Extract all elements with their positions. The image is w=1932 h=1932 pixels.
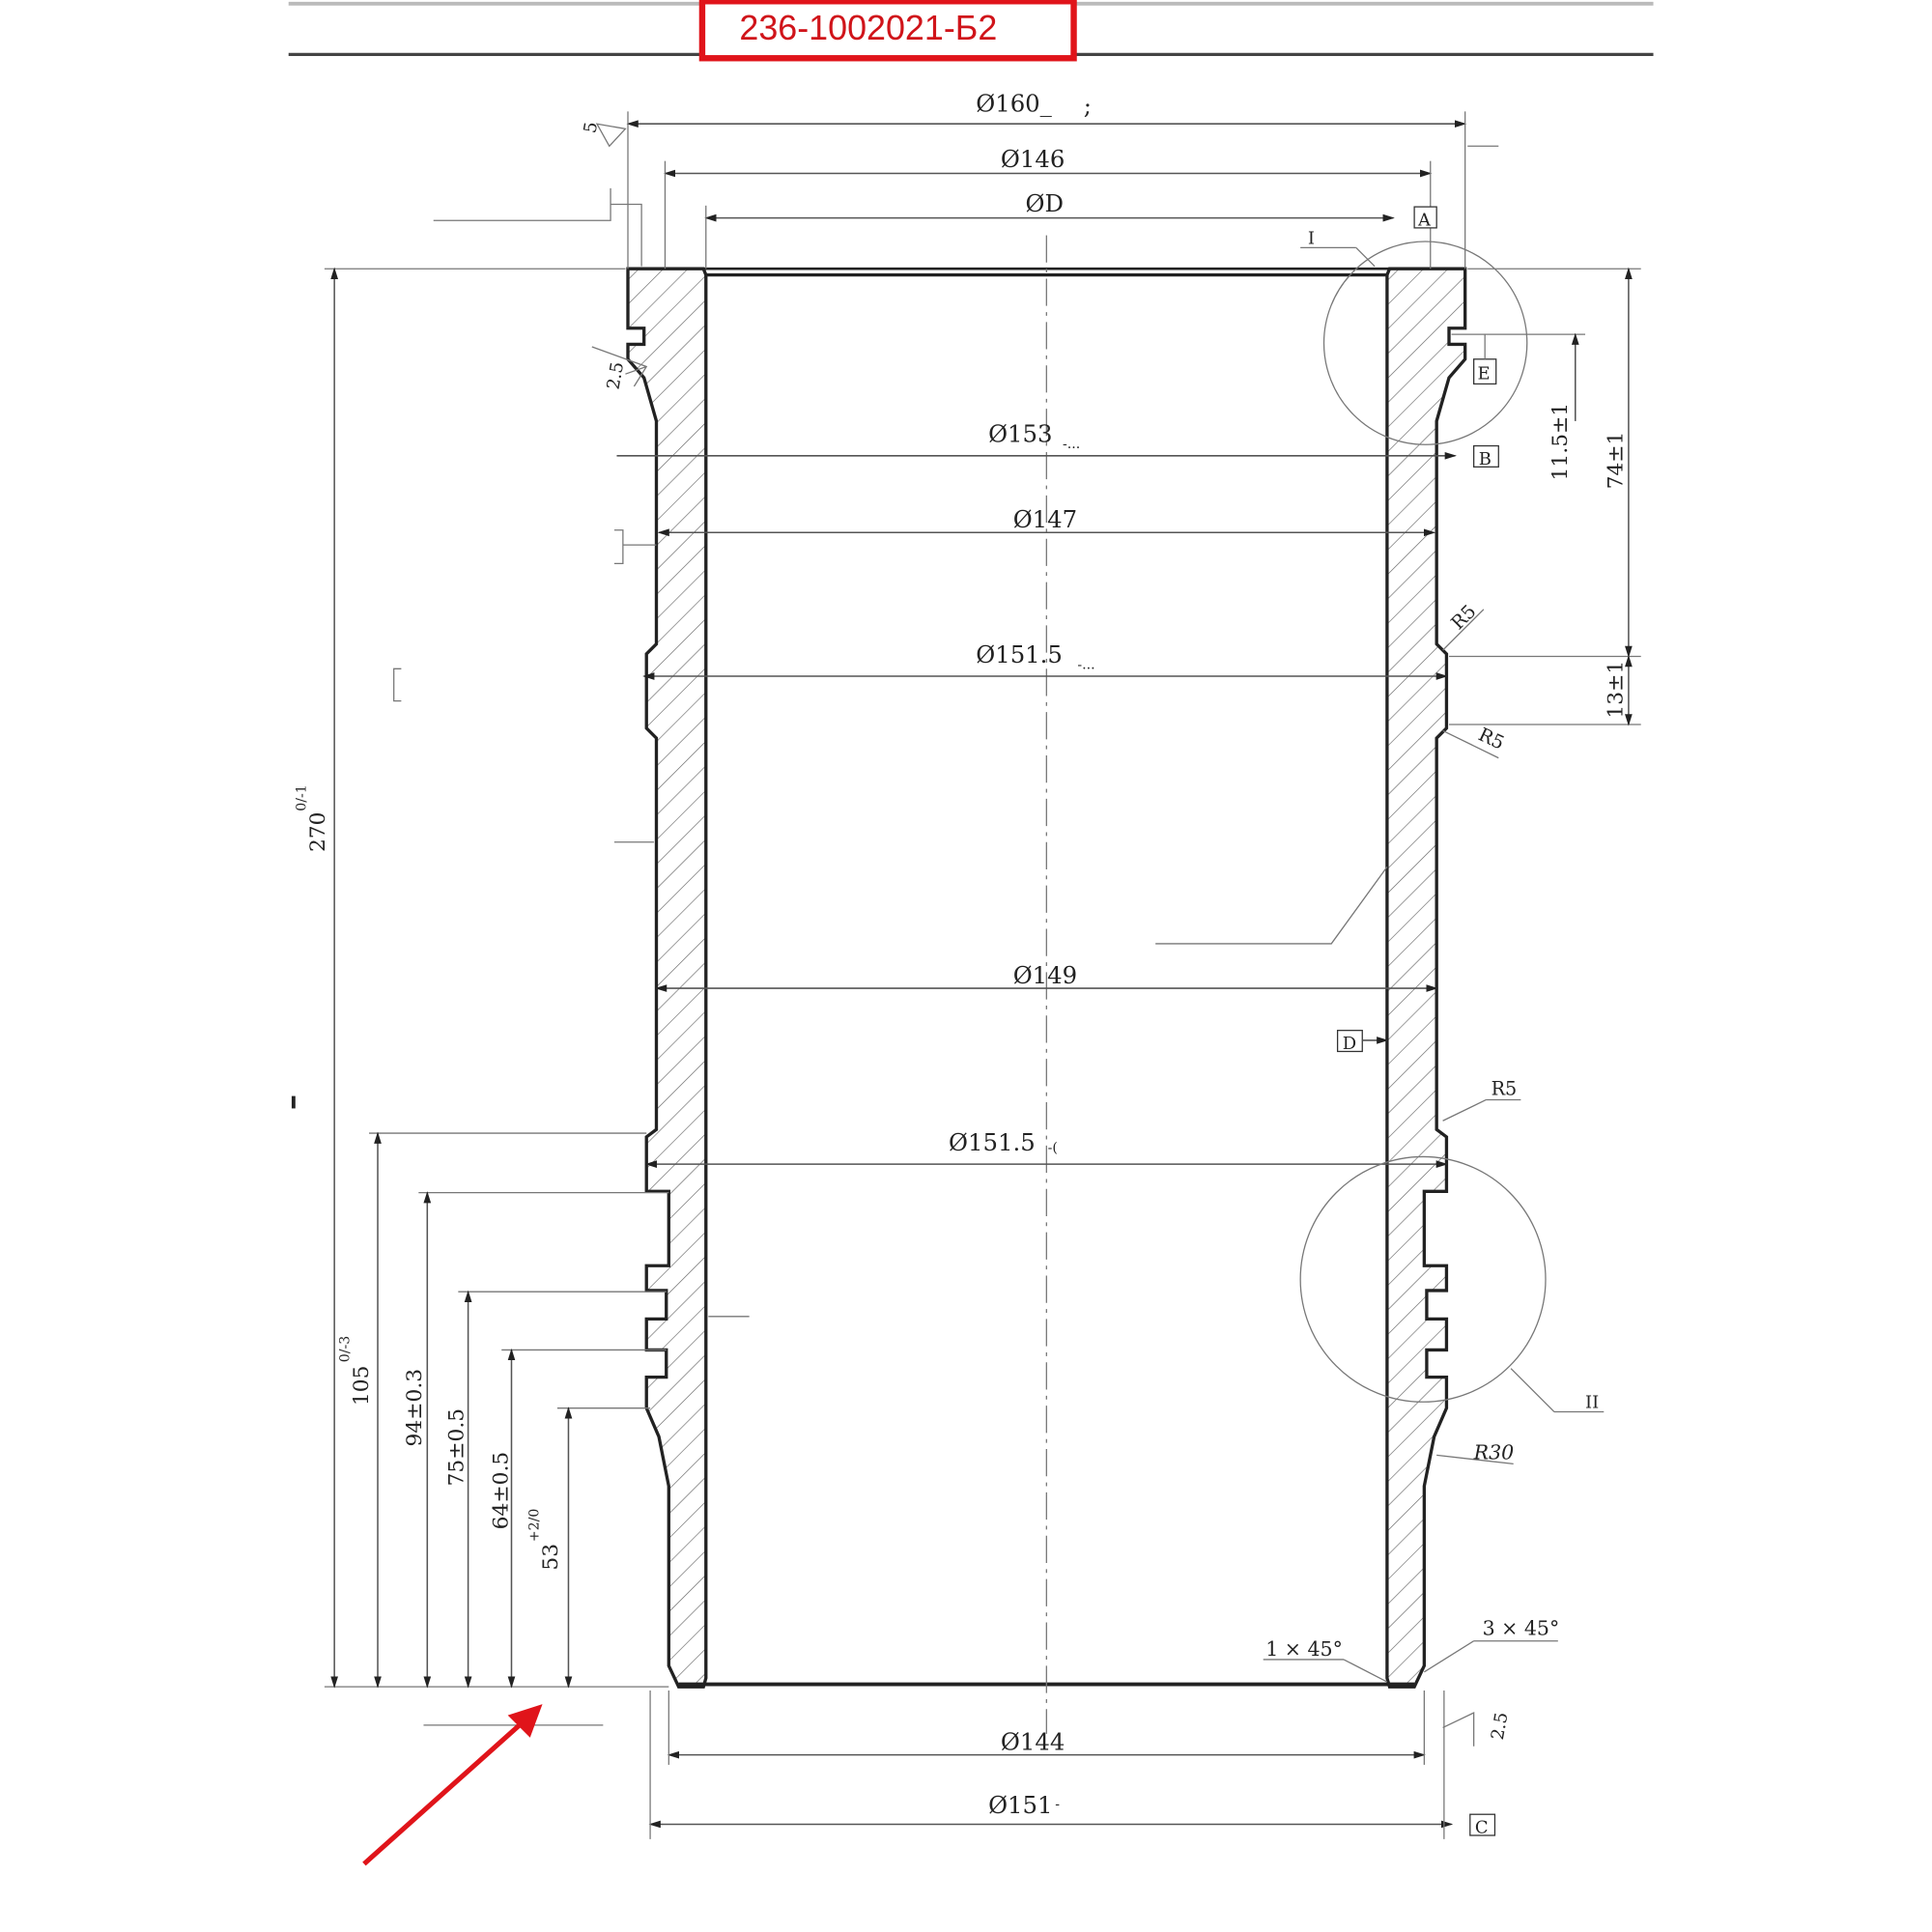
detail-ii-label: II xyxy=(1585,1393,1599,1413)
dim-d151-5-low-tol: -( xyxy=(1048,1140,1058,1155)
dim-d160-mark: ; xyxy=(1084,92,1092,120)
datum-b: B xyxy=(1479,449,1492,469)
datum-c: C xyxy=(1475,1817,1489,1837)
dim-53: 53 xyxy=(539,1544,563,1571)
roughness-bottom: 2.5 xyxy=(1488,1711,1513,1742)
roughness-left: 2.5 xyxy=(604,360,629,391)
dim-270-tol: 0/-1 xyxy=(295,784,310,810)
part-number-box: 236-1002021-Б2 xyxy=(698,0,1077,62)
radius-r5-c: R5 xyxy=(1492,1077,1518,1099)
dim-d147: Ø147 xyxy=(1013,505,1077,533)
dim-d151-5-top-tol: -... xyxy=(1077,657,1094,672)
red-annotation-arrow xyxy=(362,1704,543,1866)
dim-11-5: 11.5±1 xyxy=(1548,403,1573,481)
dim-d151-5-top: Ø151.5 xyxy=(976,640,1063,668)
dim-13: 13±1 xyxy=(1604,661,1628,719)
datum-a: A xyxy=(1417,210,1432,230)
datum-e: E xyxy=(1477,363,1490,384)
dim-d144: Ø144 xyxy=(1001,1728,1065,1756)
diameter-dimensions: Ø160_ ; Ø146 ØD Ø153 -... Ø147 Ø151.5 -.… xyxy=(616,89,1467,1839)
left-wall-section xyxy=(626,267,708,1689)
radius-labels: R5 R5 R5 R30 1 × 45° 3 × 45° xyxy=(1263,600,1560,1683)
dim-d153: Ø153 xyxy=(988,420,1052,448)
part-number: 236-1002021-Б2 xyxy=(739,9,997,47)
dim-d151: Ø151 xyxy=(988,1791,1052,1819)
dim-d149: Ø149 xyxy=(1013,961,1077,989)
dim-dD: ØD xyxy=(1026,189,1064,217)
right-wall-section xyxy=(1385,267,1467,1689)
dim-74: 74±1 xyxy=(1604,432,1628,490)
dim-75: 75±0.5 xyxy=(444,1408,469,1487)
radius-r30: R30 xyxy=(1473,1440,1515,1463)
dim-d146: Ø146 xyxy=(1001,145,1065,173)
dim-d151-tol: - xyxy=(1055,1797,1060,1812)
leader-lines xyxy=(291,145,1499,1726)
detail-i-label: I xyxy=(1308,229,1315,249)
left-vertical-dimensions: 270 0/-1 105 0/-3 94±0.3 75±0.5 64±0.5 5… xyxy=(295,267,669,1689)
dim-94: 94±0.3 xyxy=(403,1369,427,1447)
dim-d153-tol: -... xyxy=(1063,437,1080,452)
datum-d: D xyxy=(1343,1034,1356,1054)
chamfer-outer: 3 × 45° xyxy=(1483,1616,1560,1639)
dim-270: 270 xyxy=(306,811,330,852)
dim-105: 105 xyxy=(350,1366,374,1406)
dim-105-tol: 0/-3 xyxy=(338,1336,354,1362)
roughness-top: 5 xyxy=(580,121,602,135)
datum-labels: A E B D C xyxy=(1336,206,1586,1837)
dim-d160: Ø160_ xyxy=(976,89,1052,117)
right-vertical-dimensions: 11.5±1 74±1 13±1 xyxy=(1449,267,1641,726)
dim-d151-5-low: Ø151.5 xyxy=(949,1128,1036,1156)
chamfer-inner: 1 × 45° xyxy=(1265,1637,1343,1661)
radius-r5-a: R5 xyxy=(1446,600,1480,634)
detail-callouts: I II xyxy=(1299,229,1605,1413)
dim-64: 64±0.5 xyxy=(490,1452,514,1530)
surface-roughness-marks: 5 2.5 2.5 xyxy=(580,121,1512,1747)
dim-53-tol: +2/0 xyxy=(527,1509,543,1543)
